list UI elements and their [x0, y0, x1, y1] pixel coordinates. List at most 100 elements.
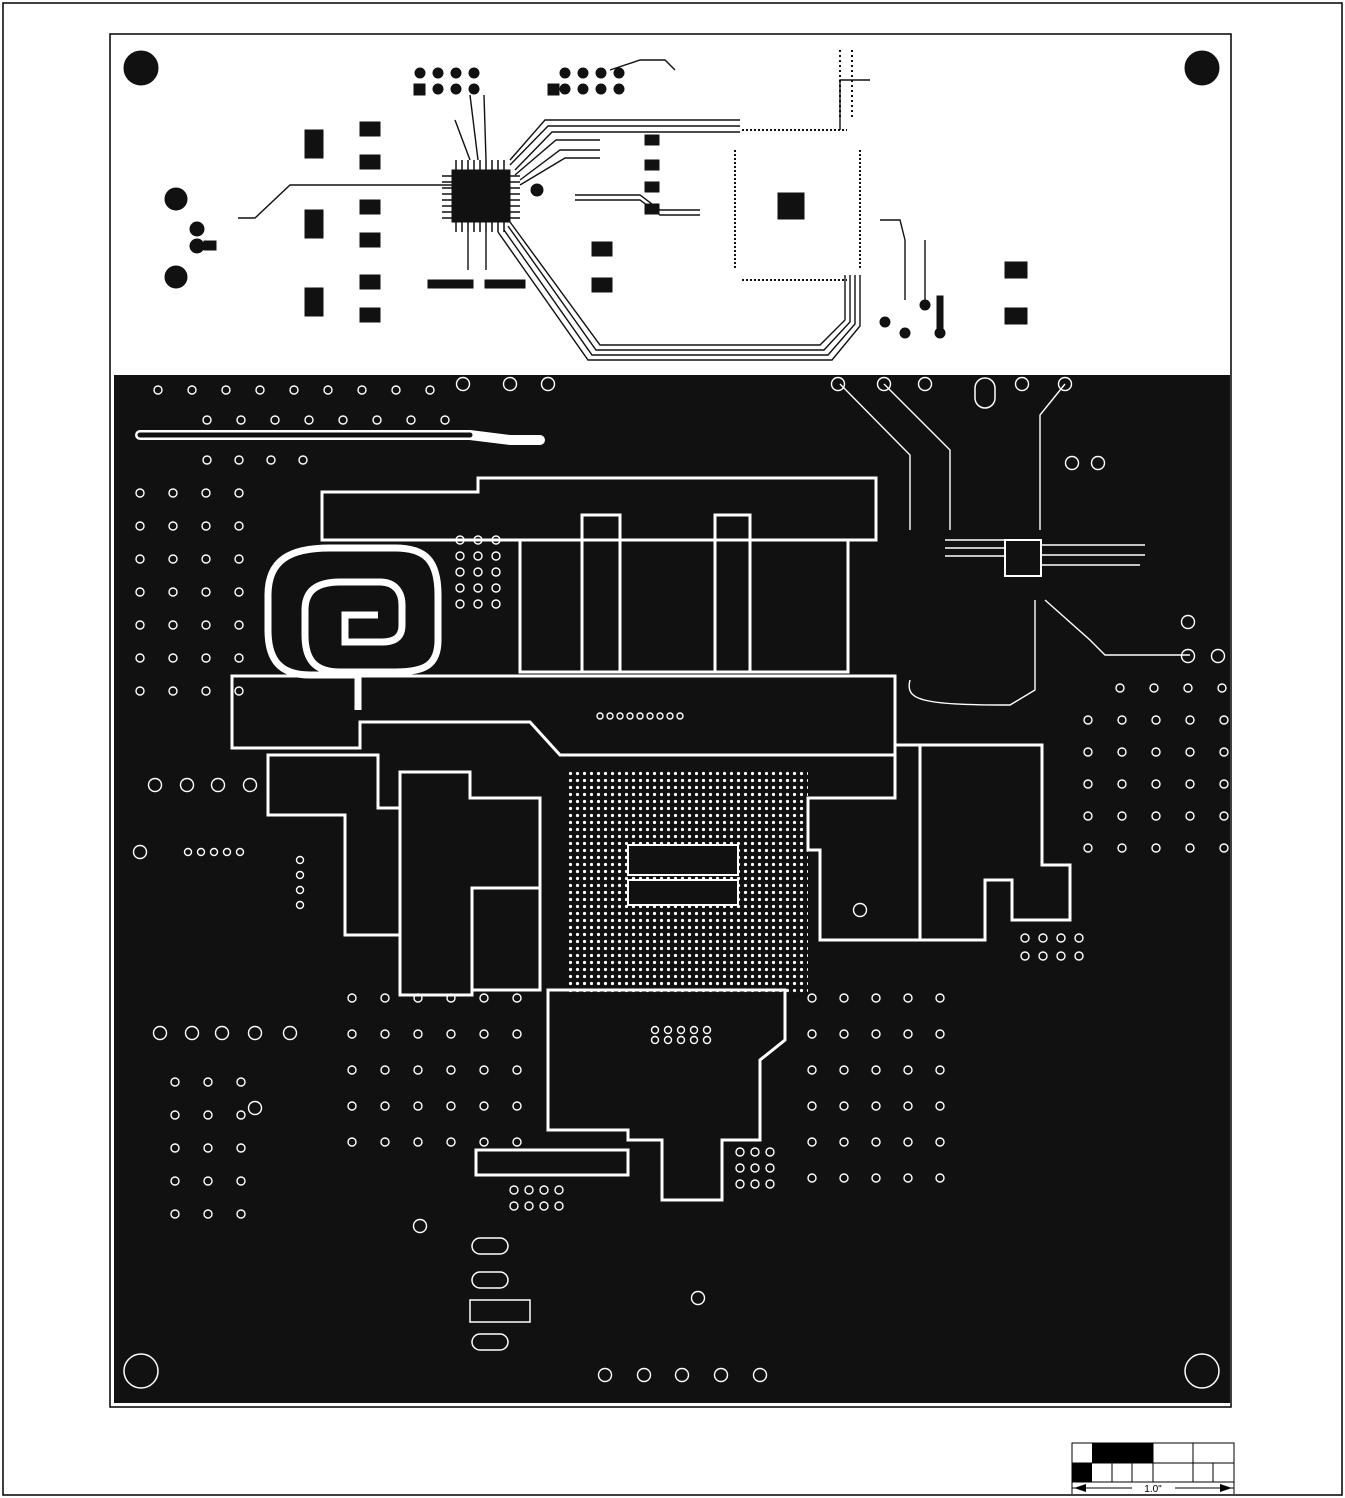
via-hole: [132, 844, 148, 860]
via-hole: [735, 1147, 745, 1157]
via-hole: [935, 993, 945, 1003]
via-hole: [750, 1179, 760, 1189]
scale-bar-black-segment-bottom: [1072, 1463, 1092, 1482]
via-hole: [196, 847, 206, 857]
via-hole: [201, 686, 211, 696]
via-hole: [903, 1029, 913, 1039]
via-hole: [247, 1025, 263, 1041]
via-hole: [201, 587, 211, 597]
via-hole: [479, 1101, 489, 1111]
via-hole: [201, 554, 211, 564]
smd-cluster-left: [189, 121, 381, 323]
smd-cluster-middle: [530, 134, 660, 293]
via-hole: [1149, 683, 1159, 693]
via-hole: [270, 415, 280, 425]
via-hole: [446, 1101, 456, 1111]
via-hole: [168, 620, 178, 630]
via-hole: [1115, 683, 1125, 693]
via-hole: [170, 1077, 180, 1087]
via-hole: [1185, 811, 1195, 821]
via-hole: [347, 993, 357, 1003]
via-hole: [455, 583, 465, 593]
via-hole: [479, 1137, 489, 1147]
mounting-hole-left-2: [164, 265, 188, 289]
via-hole: [656, 712, 664, 720]
via-hole: [1056, 933, 1066, 943]
via-hole: [491, 583, 501, 593]
via-hole: [1219, 715, 1229, 725]
via-hole: [168, 653, 178, 663]
via-hole: [1117, 715, 1127, 725]
via-hole: [413, 993, 423, 1003]
fine-pitch-pins: [734, 50, 861, 281]
qfp-chip-left-pins: [442, 160, 520, 232]
via-hole: [839, 1137, 849, 1147]
via-hole: [135, 686, 145, 696]
qfp-chip-left: [451, 169, 511, 223]
via-hole: [168, 686, 178, 696]
via-hole: [135, 587, 145, 597]
via-hole: [539, 1201, 549, 1211]
via-hole: [702, 1025, 712, 1035]
via-hole: [839, 1173, 849, 1183]
ic-footprint-lower: [627, 879, 739, 906]
via-hole: [871, 993, 881, 1003]
via-hole: [170, 1143, 180, 1153]
via-hole: [830, 376, 846, 392]
lower-ground-plane: [114, 375, 1230, 1403]
via-hole: [473, 583, 483, 593]
via-hole: [184, 1025, 200, 1041]
via-hole: [170, 1209, 180, 1219]
via-hole: [234, 554, 244, 564]
via-hole: [203, 1110, 213, 1120]
pad-bar-left: [427, 279, 474, 289]
via-hole: [425, 385, 435, 395]
via-hole: [201, 620, 211, 630]
via-hole: [839, 1101, 849, 1111]
via-hole: [236, 1110, 246, 1120]
via-hole: [295, 855, 305, 865]
bga-chip-right: [777, 192, 805, 220]
via-hole: [1117, 747, 1127, 757]
upper-signal-region: [123, 50, 1220, 361]
via-hole: [1185, 747, 1195, 757]
via-hole: [203, 1209, 213, 1219]
via-hole: [179, 777, 195, 793]
via-hole: [413, 1029, 423, 1039]
via-hole: [765, 1147, 775, 1157]
via-hole: [1217, 683, 1227, 693]
via-hole: [616, 712, 624, 720]
via-hole: [502, 376, 518, 392]
via-hole: [839, 1065, 849, 1075]
via-hole: [236, 1209, 246, 1219]
via-hole: [234, 488, 244, 498]
via-hole: [455, 551, 465, 561]
via-hole: [735, 1163, 745, 1173]
via-hole: [807, 993, 817, 1003]
via-hole: [512, 1137, 522, 1147]
via-hole: [491, 535, 501, 545]
via-hole: [380, 993, 390, 1003]
via-hole: [597, 1367, 613, 1383]
via-hole: [168, 521, 178, 531]
via-hole: [750, 1163, 760, 1173]
via-hole: [187, 385, 197, 395]
via-hole: [347, 1101, 357, 1111]
via-hole: [446, 1065, 456, 1075]
via-hole: [473, 535, 483, 545]
via-hole: [903, 1101, 913, 1111]
via-hole: [135, 488, 145, 498]
via-hole: [807, 1101, 817, 1111]
via-hole: [446, 993, 456, 1003]
via-hole: [1083, 811, 1093, 821]
scale-bar-black-segment-top: [1092, 1443, 1153, 1463]
spiral-inductor: [264, 544, 442, 710]
via-hole: [491, 551, 501, 561]
via-hole: [509, 1185, 519, 1195]
via-hole: [455, 567, 465, 577]
via-hole: [935, 1029, 945, 1039]
via-hole: [1151, 715, 1161, 725]
via-hole: [689, 1035, 699, 1045]
via-hole: [1074, 933, 1084, 943]
via-hole: [203, 1077, 213, 1087]
